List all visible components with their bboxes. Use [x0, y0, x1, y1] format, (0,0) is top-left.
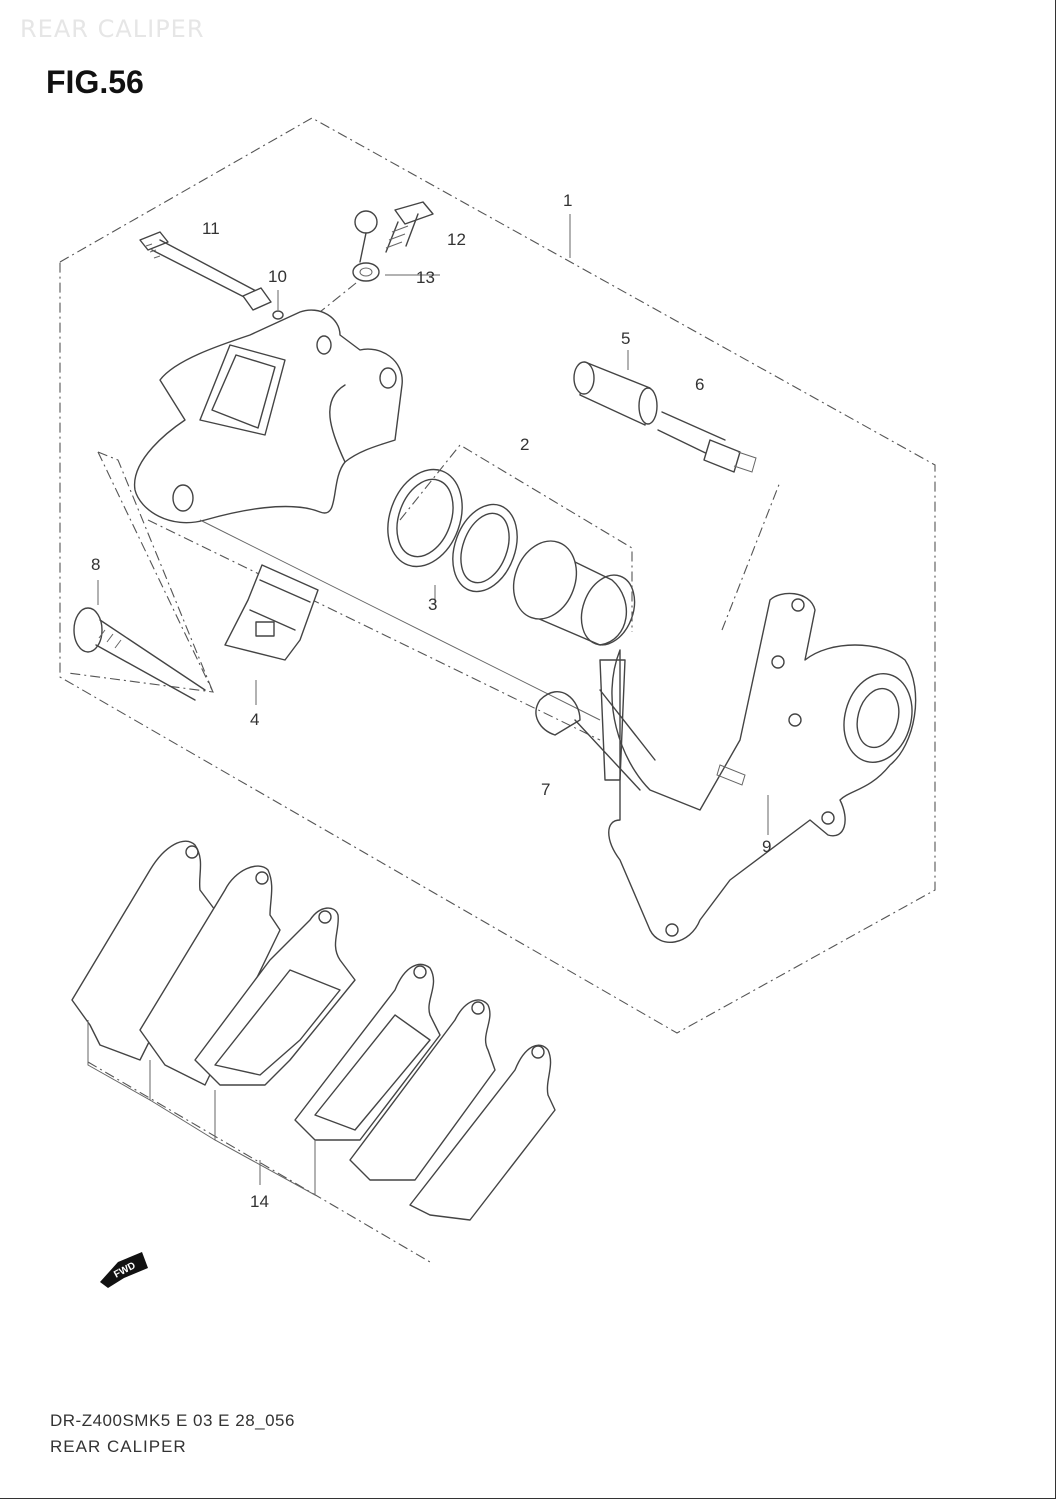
brake-pad-6 [409, 1044, 556, 1221]
brake-pad-5 [349, 999, 496, 1181]
caliper-bracket-part [535, 592, 917, 943]
callout-9: 9 [762, 837, 771, 856]
brake-pads-part [71, 840, 556, 1221]
callout-12: 12 [447, 230, 466, 249]
sub-group-boundary [67, 451, 214, 693]
callout-4: 4 [250, 710, 259, 729]
caliper-body-part [134, 309, 601, 741]
slide-pin-bolt-part [73, 607, 206, 701]
diagram-code: DR-Z400SMK5 E 03 E 28_056 [50, 1411, 295, 1430]
piston-part [512, 540, 636, 646]
callout-8: 8 [91, 555, 100, 574]
assembly-boundary [59, 117, 936, 1034]
brake-pad-4 [294, 963, 441, 1141]
callout-3: 3 [428, 595, 437, 614]
diagram-caption: REAR CALIPER [50, 1437, 187, 1456]
callout-14: 14 [250, 1192, 269, 1211]
fwd-arrow-icon: FWD [100, 1252, 148, 1288]
guide-pin-part [657, 411, 757, 473]
callout-11: 11 [202, 219, 220, 238]
bleeder-cap-part [272, 310, 284, 320]
callout-7: 7 [541, 780, 550, 799]
piston-group-boundary [399, 444, 633, 632]
piston-seals-part [387, 468, 518, 593]
pad-group-boundary [87, 1061, 431, 1263]
ghost-header-title: REAR CALIPER [20, 15, 205, 43]
callout-1: 1 [563, 191, 572, 210]
union-bolt-part [309, 201, 434, 321]
pad-spring-part [224, 564, 319, 661]
bracket-leader-upper [97, 451, 214, 693]
guide-leader-right [721, 481, 781, 631]
callout-5: 5 [621, 329, 630, 348]
callout-6: 6 [695, 375, 704, 394]
callout-10: 10 [268, 267, 287, 286]
bleeder-bolt-part [139, 231, 272, 311]
callout-13: 13 [416, 268, 435, 287]
callout-leaders [97, 214, 769, 1185]
guide-boot-part [573, 361, 658, 426]
callout-2: 2 [520, 435, 529, 454]
figure-title: FIG.56 [46, 64, 144, 100]
